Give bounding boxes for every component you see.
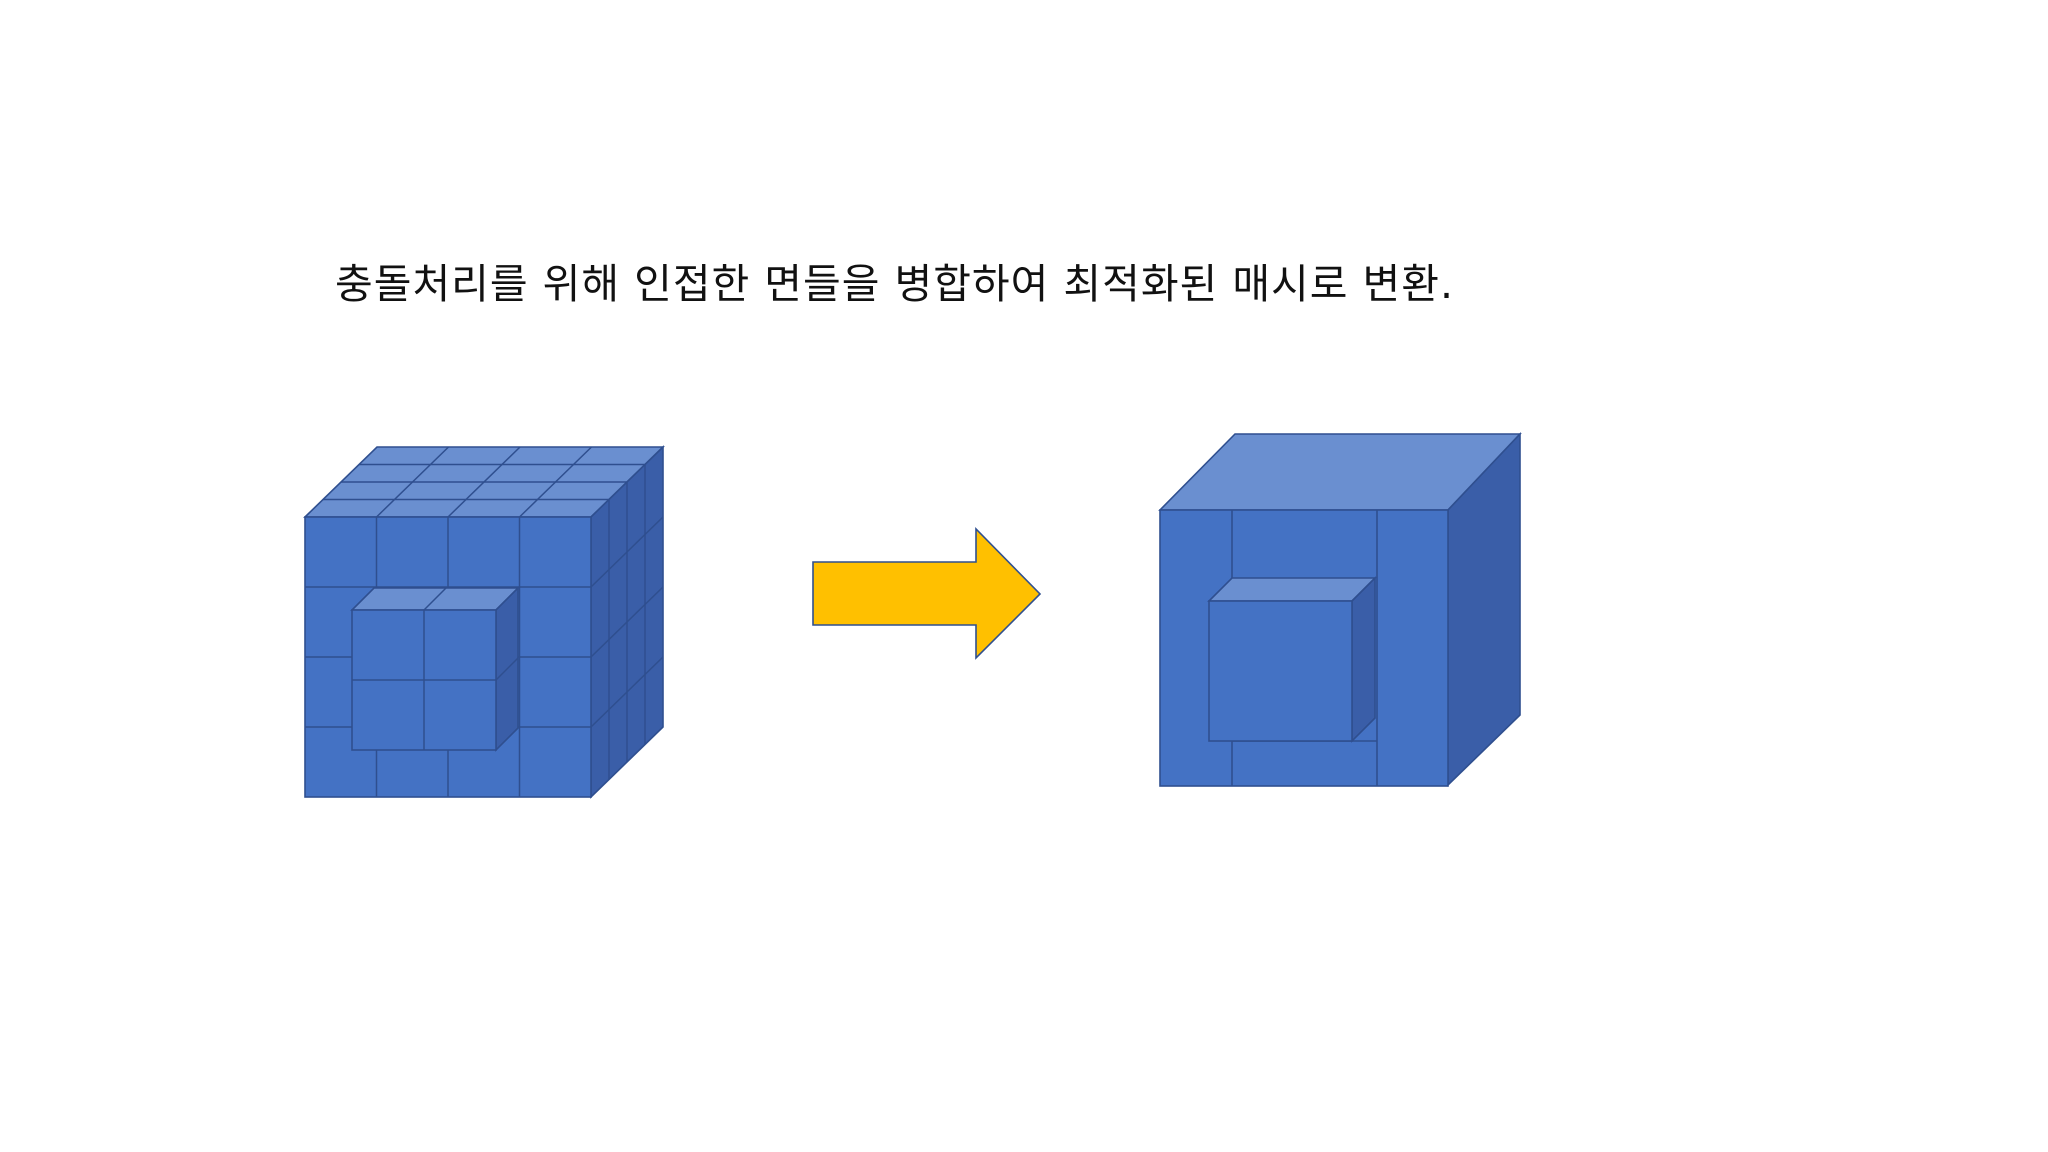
voxel-cube [303,445,665,799]
inner-voxel-grid-lines [352,587,519,750]
right-arrow-icon [812,527,1042,660]
grid-line [518,446,593,518]
grid-line [590,586,664,658]
merged-inner-top-face [1207,577,1377,602]
grid-line [423,587,447,611]
merged-inner-side-face [1351,576,1376,743]
grid-line [495,657,519,681]
merged-mesh-cube [1158,431,1522,787]
merged-inner-front-face [1208,600,1353,742]
grid-line [590,656,664,728]
inner-voxel-block [350,586,520,752]
caption: 충돌처리를 위해 인접한 면들을 병합하여 최적화된 매시로 변환. [335,260,1454,308]
